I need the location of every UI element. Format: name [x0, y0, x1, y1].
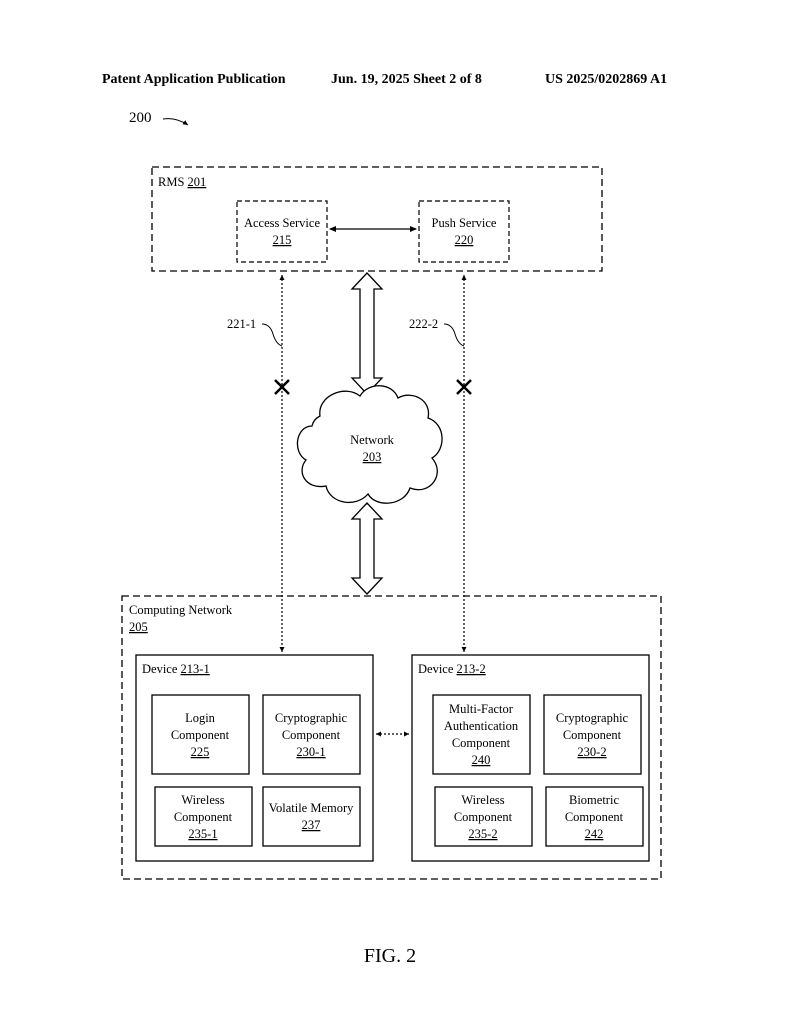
wireless-component-1-line2: Component [174, 810, 233, 824]
push-service-label: Push Service [432, 216, 497, 230]
wireless-component-2-line1: Wireless [461, 793, 504, 807]
device-213-2-label: Device 213-2 [418, 662, 486, 676]
computing-network-label: Computing Network [129, 603, 233, 617]
access-service-ref: 215 [273, 233, 292, 247]
login-component-box [151, 694, 250, 775]
link-221-1-label: 221-1 [227, 317, 256, 331]
header-patent-number: US 2025/0202869 A1 [545, 72, 667, 87]
wireless-component-1-line1: Wireless [181, 793, 224, 807]
biometric-component-ref: 242 [585, 827, 604, 841]
link-222-2-broken-icon [456, 379, 472, 395]
link-222-2-label: 222-2 [409, 317, 438, 331]
login-component-ref: 225 [191, 745, 210, 759]
push-service-box [418, 200, 510, 263]
mfa-component-line1: Multi-Factor [449, 702, 514, 716]
rms-label: RMS 201 [158, 175, 206, 189]
volatile-memory-label: Volatile Memory [269, 801, 355, 815]
biometric-component-box [545, 786, 644, 847]
link-221-1-leader [261, 323, 283, 347]
access-service-label: Access Service [244, 216, 320, 230]
wireless-component-2-box [434, 786, 533, 847]
mfa-component-line2: Authentication [444, 719, 519, 733]
figure-caption: FIG. 2 [364, 945, 416, 967]
cryptographic-component-2-ref: 230-2 [577, 745, 606, 759]
header-date-sheet: Jun. 19, 2025 Sheet 2 of 8 [331, 72, 482, 87]
device-213-1-label: Device 213-1 [142, 662, 210, 676]
network-label: Network [350, 433, 394, 447]
network-computing-double-arrow [350, 502, 384, 595]
link-222-2-leader [443, 323, 465, 347]
header-publication: Patent Application Publication [102, 72, 286, 87]
rms-network-double-arrow [350, 272, 384, 395]
cryptographic-component-2-line2: Component [563, 728, 622, 742]
cryptographic-component-2-line1: Cryptographic [556, 711, 629, 725]
computing-network-box [121, 595, 662, 880]
network-ref: 203 [363, 450, 382, 464]
wireless-component-2-line2: Component [454, 810, 513, 824]
computing-network-ref: 205 [129, 620, 148, 634]
cryptographic-component-1-line1: Cryptographic [275, 711, 348, 725]
access-service-box [236, 200, 328, 263]
cryptographic-component-2-box [543, 694, 642, 775]
device-213-2-box [411, 654, 650, 862]
cryptographic-component-1-line2: Component [282, 728, 341, 742]
cryptographic-component-1-box [262, 694, 361, 775]
biometric-component-line2: Component [565, 810, 624, 824]
volatile-memory-box [262, 786, 361, 847]
wireless-component-1-box [154, 786, 253, 847]
volatile-memory-ref: 237 [302, 818, 321, 832]
figure-ref-number: 200 [129, 110, 152, 126]
figure-ref-arrow [162, 118, 189, 126]
device-213-1-box [135, 654, 374, 862]
wireless-component-1-ref: 235-1 [188, 827, 217, 841]
mfa-component-line3: Component [452, 736, 511, 750]
wireless-component-2-ref: 235-2 [468, 827, 497, 841]
rms-box [151, 166, 603, 272]
push-service-ref: 220 [455, 233, 474, 247]
network-cloud [296, 385, 443, 504]
mfa-component-box [432, 694, 531, 775]
mfa-component-ref: 240 [472, 753, 491, 767]
cryptographic-component-1-ref: 230-1 [296, 745, 325, 759]
biometric-component-line1: Biometric [569, 793, 619, 807]
link-221-1-broken-icon [274, 379, 290, 395]
login-component-line1: Login [185, 711, 216, 725]
login-component-line2: Component [171, 728, 230, 742]
